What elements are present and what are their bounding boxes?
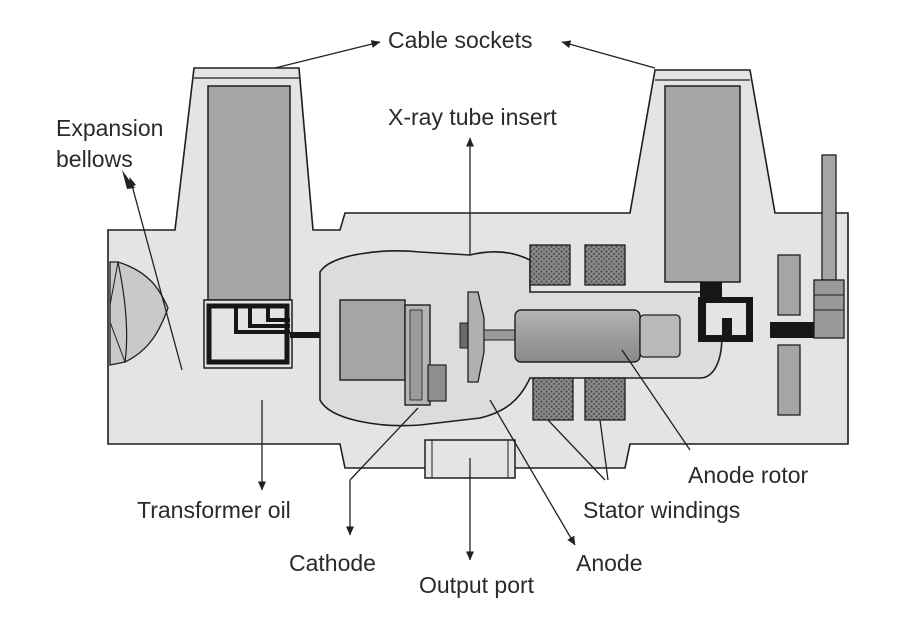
anode-disc [459, 291, 521, 383]
label-anode-rotor: Anode rotor [688, 462, 809, 488]
left-cable-socket [207, 85, 291, 301]
label-stator-windings: Stator windings [583, 497, 741, 523]
leader-cathode [349, 407, 419, 481]
leader-cable-sockets-left [274, 40, 381, 69]
label-expansion-bellows-line1: Expansion [56, 115, 164, 141]
label-anode: Anode [576, 550, 643, 576]
leader-lines [128, 40, 691, 561]
label-xray-tube-insert: X-ray tube insert [388, 104, 557, 130]
leader-stator-windings-a [547, 419, 606, 481]
cathode-assembly [339, 299, 447, 406]
label-cathode: Cathode [289, 550, 376, 576]
label-output-port: Output port [419, 572, 535, 598]
right-cable-socket [664, 85, 741, 283]
label-expansion-bellows-line2: bellows [56, 146, 133, 172]
label-transformer-oil: Transformer oil [137, 497, 291, 523]
leader-expansion-bellows [128, 177, 183, 371]
label-cable-sockets: Cable sockets [388, 27, 533, 53]
leader-anode [489, 399, 576, 546]
leader-stator-windings-b [599, 419, 609, 481]
stator-windings [529, 244, 626, 421]
anode-rotor [514, 309, 641, 363]
leader-anode-rotor [621, 349, 691, 451]
leader-cable-sockets-right [561, 40, 656, 69]
